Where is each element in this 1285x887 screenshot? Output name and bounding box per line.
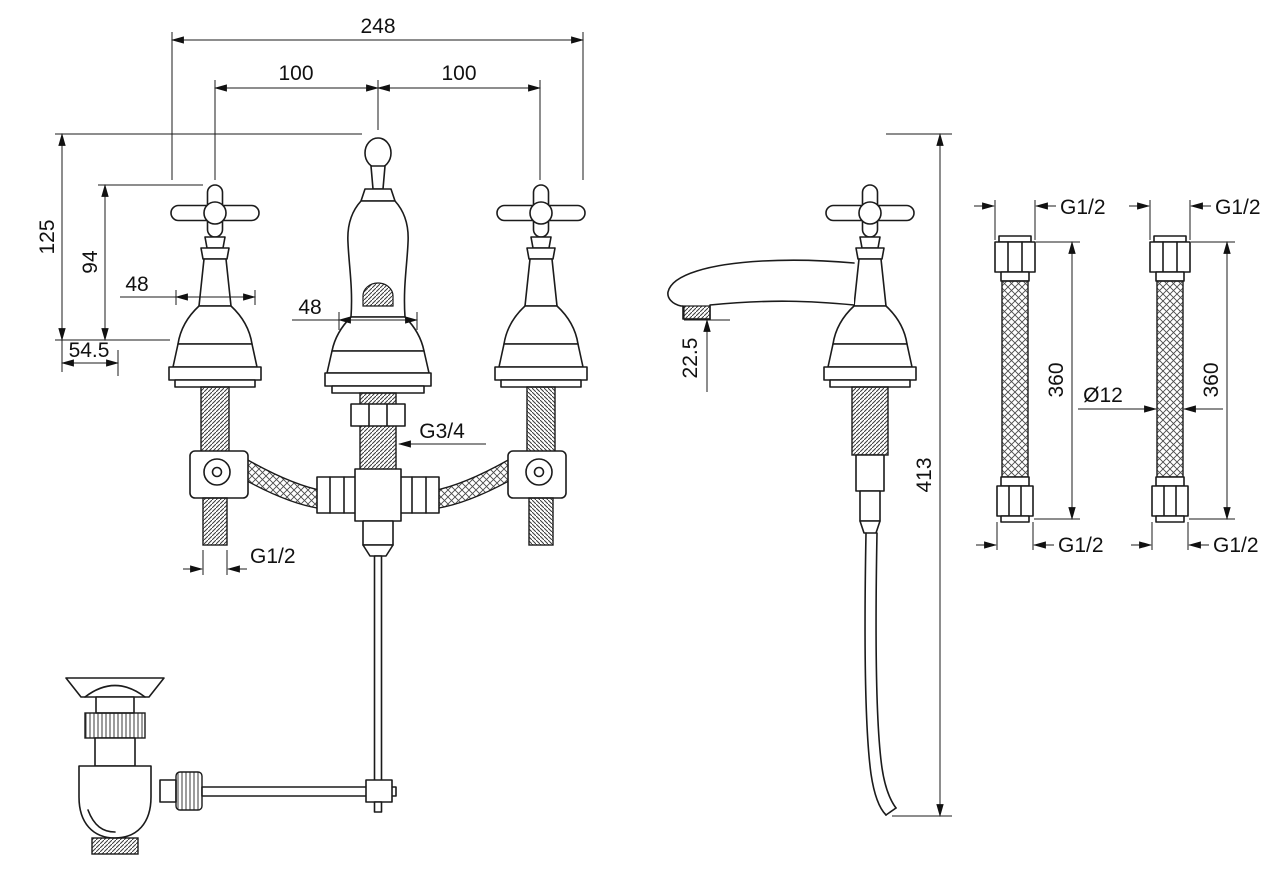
dim-height-overall-label: 125: [36, 219, 59, 254]
pop-up-waste-assembly: [65, 677, 397, 855]
supply-hose-right: [1149, 235, 1191, 523]
dim-total-width-label: 248: [360, 15, 395, 38]
aerator: [362, 282, 394, 307]
pop-up-rod: [373, 555, 383, 803]
waste-outlet-thread: [91, 837, 139, 855]
tee-nut-right: [398, 476, 440, 514]
tail-thread-label: G1/2: [250, 545, 296, 568]
waste-clamp: [84, 712, 146, 739]
hose-right-length-label: 360: [1200, 362, 1223, 397]
dim-handle-dia-label: 48: [125, 273, 148, 296]
inlet-tail: [202, 497, 228, 546]
mixer-tee: [354, 468, 402, 522]
left-valve-assembly: [168, 184, 325, 546]
dim-spout-dia-label: 48: [298, 296, 321, 319]
spout-thread-label: G3/4: [419, 420, 465, 443]
right-valve-assembly: [432, 185, 587, 545]
dim-height-handle-label: 94: [79, 250, 102, 274]
hose-top-nut: [994, 241, 1036, 273]
hose-left-dimensions: G1/2 360 G1/2: [974, 196, 1106, 557]
flexible-tail-hose: [864, 532, 887, 816]
hose-diameter-label: Ø12: [1083, 384, 1123, 407]
pivot-knob: [175, 771, 203, 811]
hose-braid: [1001, 280, 1029, 478]
dim-pitch-left-label: 100: [278, 62, 313, 85]
front-dimensions: 248 100 100 125 94 48 48 54.5 G3/4 G1/2: [36, 15, 585, 575]
braided-hose-front: [239, 457, 325, 510]
hose-left-top-thread-label: G1/2: [1060, 196, 1106, 219]
side-view: [667, 184, 917, 816]
dim-total-height-label: 413: [913, 457, 936, 492]
tee-nut-left: [316, 476, 358, 514]
side-threaded-shank: [851, 386, 889, 456]
center-spout-assembly: [316, 137, 440, 803]
hose-bottom-nut: [996, 485, 1034, 517]
hose-left-bottom-thread-label: G1/2: [1058, 534, 1104, 557]
side-dimensions: 22.5 413: [679, 132, 952, 818]
dim-pitch-right-label: 100: [441, 62, 476, 85]
hose-left-length-label: 360: [1045, 362, 1068, 397]
hose-right-top-thread-label: G1/2: [1215, 196, 1261, 219]
front-view: [168, 137, 587, 803]
supply-hose-left: [994, 235, 1036, 523]
waste-body: [78, 765, 152, 839]
threaded-shank: [200, 386, 230, 454]
waste-flange: [65, 677, 165, 698]
spout-outlet: [683, 305, 711, 320]
dim-base-width-label: 54.5: [69, 339, 110, 362]
hose-right-dimensions: G1/2 360 G1/2 Ø12: [1078, 196, 1261, 557]
lever-rod: [201, 786, 397, 797]
lever-ball: [364, 137, 392, 169]
hose-right-bottom-thread-label: G1/2: [1213, 534, 1259, 557]
rod-clevis: [365, 779, 393, 803]
dim-spout-drop-label: 22.5: [679, 338, 702, 379]
